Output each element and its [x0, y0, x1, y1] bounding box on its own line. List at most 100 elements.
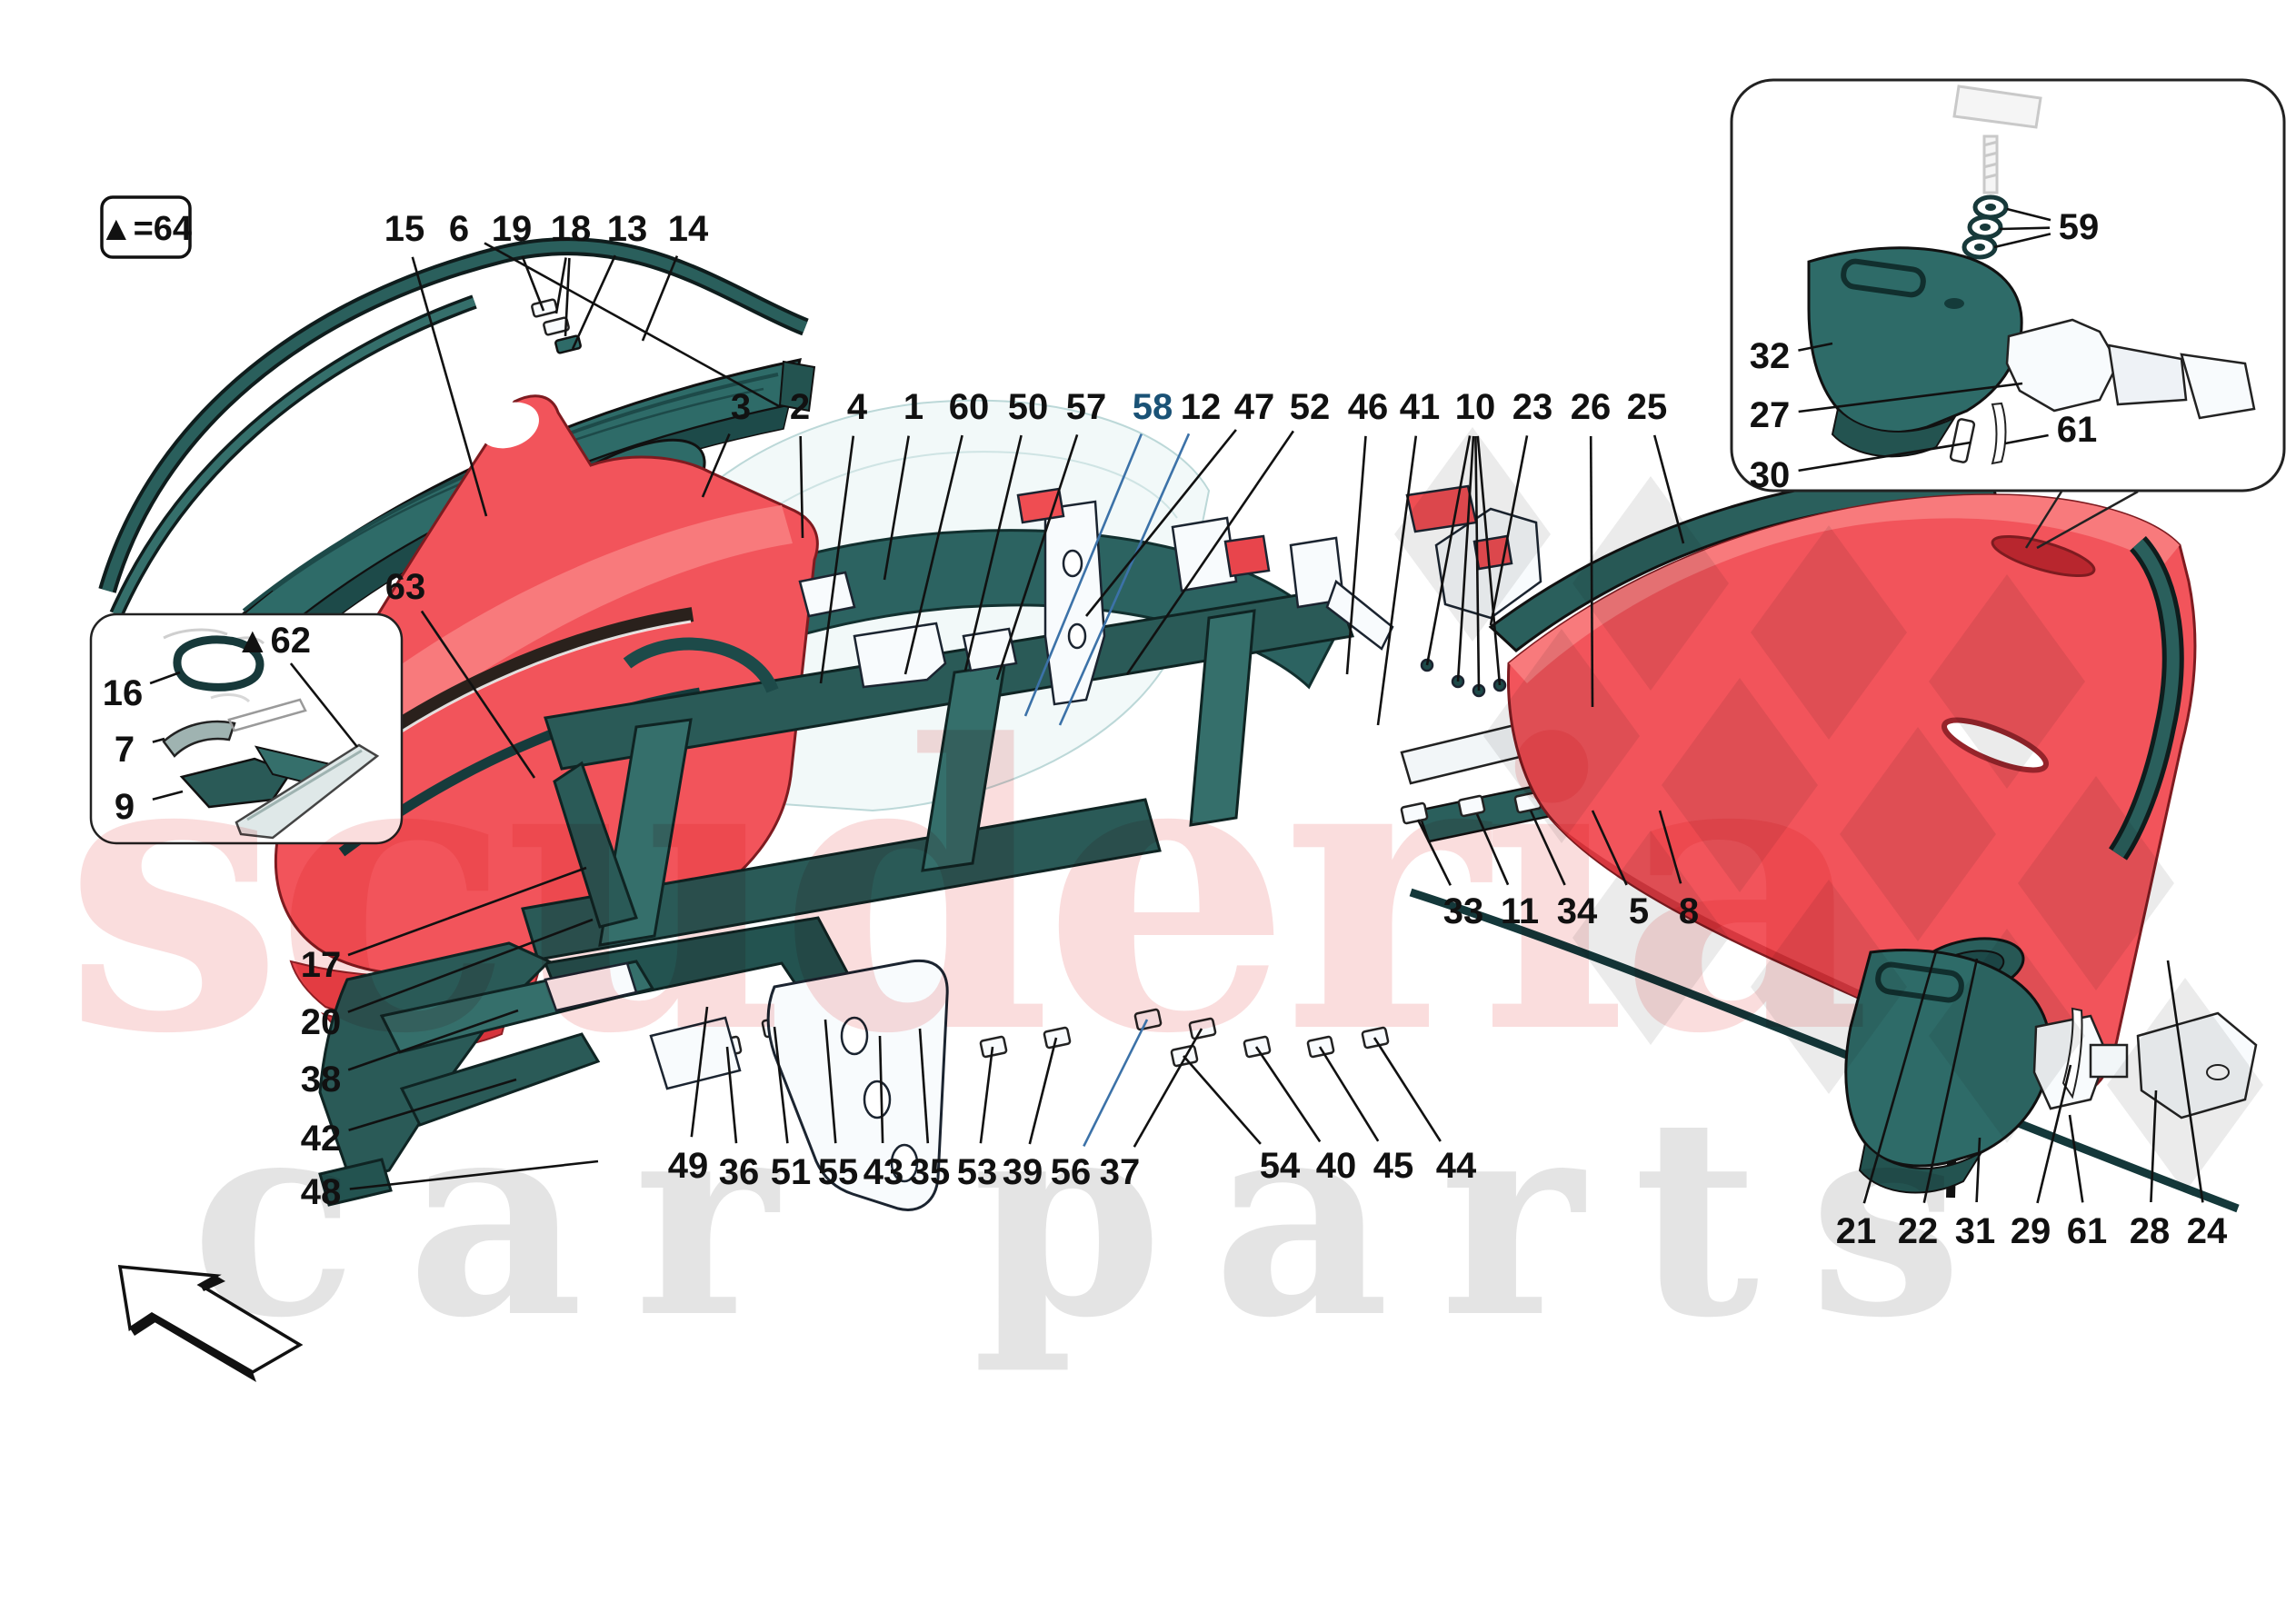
- part-number-6[interactable]: 6: [449, 209, 469, 249]
- part-number-39[interactable]: 39: [1003, 1152, 1043, 1192]
- callout-56: 56: [1051, 1019, 1149, 1192]
- part-number-31[interactable]: 31: [1955, 1211, 1996, 1251]
- part-number-10[interactable]: 10: [1455, 387, 1496, 427]
- callout-14: 14: [641, 209, 709, 342]
- callout-34: 34: [1529, 810, 1598, 931]
- part-number-12[interactable]: 12: [1181, 387, 1222, 427]
- part-number-62[interactable]: ▲62: [235, 621, 311, 661]
- part-number-16[interactable]: 16: [103, 673, 144, 713]
- part-number-48[interactable]: 48: [301, 1172, 342, 1212]
- part-number-26[interactable]: 26: [1571, 387, 1612, 427]
- part-number-52[interactable]: 52: [1290, 387, 1331, 427]
- part-number-21[interactable]: 21: [1836, 1211, 1877, 1251]
- leader-line: [1993, 233, 2051, 249]
- leader-line: [878, 1035, 884, 1144]
- part-number-50[interactable]: 50: [1008, 387, 1049, 427]
- callout-6: 6: [449, 209, 780, 408]
- part-number-47[interactable]: 47: [1234, 387, 1275, 427]
- part-number-54[interactable]: 54: [1260, 1146, 1301, 1186]
- leader-line: [2006, 207, 2051, 222]
- leader-line: [883, 435, 910, 581]
- part-number-60[interactable]: 60: [949, 387, 990, 427]
- callout-25: 25: [1627, 387, 1685, 544]
- part-number-19[interactable]: 19: [492, 209, 533, 249]
- part-number-14[interactable]: 14: [668, 209, 709, 249]
- part-number-34[interactable]: 34: [1557, 891, 1598, 931]
- part-number-25[interactable]: 25: [1627, 387, 1668, 427]
- part-number-63[interactable]: 63: [385, 567, 426, 607]
- part-number-4[interactable]: 4: [847, 387, 868, 427]
- bracket-plate-48: [766, 959, 949, 1211]
- part-number-61[interactable]: 61: [2057, 410, 2098, 450]
- callout-38: 38: [301, 1009, 519, 1100]
- leader-line: [1489, 435, 1529, 626]
- callout-58: 58: [1023, 387, 1173, 717]
- part-number-8[interactable]: 8: [1679, 891, 1699, 931]
- part-number-15[interactable]: 15: [384, 209, 425, 249]
- part-number-61[interactable]: 61: [2067, 1211, 2108, 1251]
- part-number-53[interactable]: 53: [957, 1152, 998, 1192]
- callout-7: 7: [115, 730, 165, 770]
- part-number-38[interactable]: 38: [301, 1060, 342, 1100]
- part-number-20[interactable]: 20: [301, 1002, 342, 1042]
- part-number-28[interactable]: 28: [2130, 1211, 2171, 1251]
- part-number-2[interactable]: 2: [790, 387, 810, 427]
- part-number-55[interactable]: 55: [818, 1152, 859, 1192]
- part-number-24[interactable]: 24: [2187, 1211, 2228, 1251]
- part-number-1[interactable]: 1: [903, 387, 923, 427]
- part-number-49[interactable]: 49: [668, 1146, 709, 1186]
- leader-line: [1798, 441, 1972, 473]
- callout-53: 53: [957, 1046, 998, 1192]
- leader-line: [484, 242, 780, 408]
- part-number-23[interactable]: 23: [1512, 387, 1553, 427]
- part-number-27[interactable]: 27: [1750, 395, 1791, 435]
- legend-box: ▲=64: [99, 195, 192, 259]
- part-number-36[interactable]: 36: [719, 1152, 760, 1192]
- part-number-32[interactable]: 32: [1750, 336, 1791, 376]
- part-number-59[interactable]: 59: [2059, 207, 2100, 247]
- part-number-17[interactable]: 17: [301, 945, 342, 985]
- leader-line: [1028, 1037, 1058, 1145]
- part-number-30[interactable]: 30: [1750, 455, 1791, 495]
- leader-line: [1922, 958, 1979, 1203]
- part-number-46[interactable]: 46: [1348, 387, 1389, 427]
- part-number-45[interactable]: 45: [1373, 1146, 1414, 1186]
- part-number-37[interactable]: 37: [1100, 1152, 1141, 1192]
- leader-line: [289, 662, 359, 748]
- leader-line: [1975, 1137, 1982, 1203]
- part-number-41[interactable]: 41: [1400, 387, 1441, 427]
- part-number-13[interactable]: 13: [607, 209, 648, 249]
- part-number-57[interactable]: 57: [1066, 387, 1107, 427]
- callout-22: 22: [1898, 958, 1979, 1251]
- part-number-22[interactable]: 22: [1898, 1211, 1939, 1251]
- callout-44: 44: [1373, 1037, 1477, 1186]
- leader-line: [1318, 1046, 1380, 1142]
- leader-line: [1125, 430, 1294, 675]
- part-number-51[interactable]: 51: [771, 1152, 812, 1192]
- callout-61: 61: [2067, 1114, 2108, 1251]
- part-number-11[interactable]: 11: [1501, 891, 1539, 931]
- leader-line: [347, 918, 594, 1013]
- part-number-43[interactable]: 43: [863, 1152, 904, 1192]
- leader-line: [1023, 433, 1143, 717]
- part-number-7[interactable]: 7: [115, 730, 135, 770]
- part-number-56[interactable]: 56: [1051, 1152, 1092, 1192]
- callout-49: 49: [668, 1006, 709, 1186]
- part-number-42[interactable]: 42: [301, 1119, 342, 1159]
- callout-10: 10: [1425, 387, 1502, 692]
- part-number-9[interactable]: 9: [115, 787, 135, 827]
- part-number-18[interactable]: 18: [551, 209, 592, 249]
- callout-11: 11: [1475, 813, 1539, 931]
- leader-line: [521, 255, 545, 312]
- part-number-29[interactable]: 29: [2011, 1211, 2051, 1251]
- part-number-40[interactable]: 40: [1316, 1146, 1357, 1186]
- part-number-3[interactable]: 3: [731, 387, 751, 427]
- leader-line: [1254, 1046, 1322, 1143]
- part-number-5[interactable]: 5: [1629, 891, 1649, 931]
- part-number-44[interactable]: 44: [1436, 1146, 1477, 1186]
- part-number-35[interactable]: 35: [910, 1152, 951, 1192]
- leader-line: [2166, 960, 2204, 1203]
- bracket-55: [798, 571, 856, 618]
- part-number-33[interactable]: 33: [1443, 891, 1484, 931]
- part-number-58[interactable]: 58: [1133, 387, 1173, 427]
